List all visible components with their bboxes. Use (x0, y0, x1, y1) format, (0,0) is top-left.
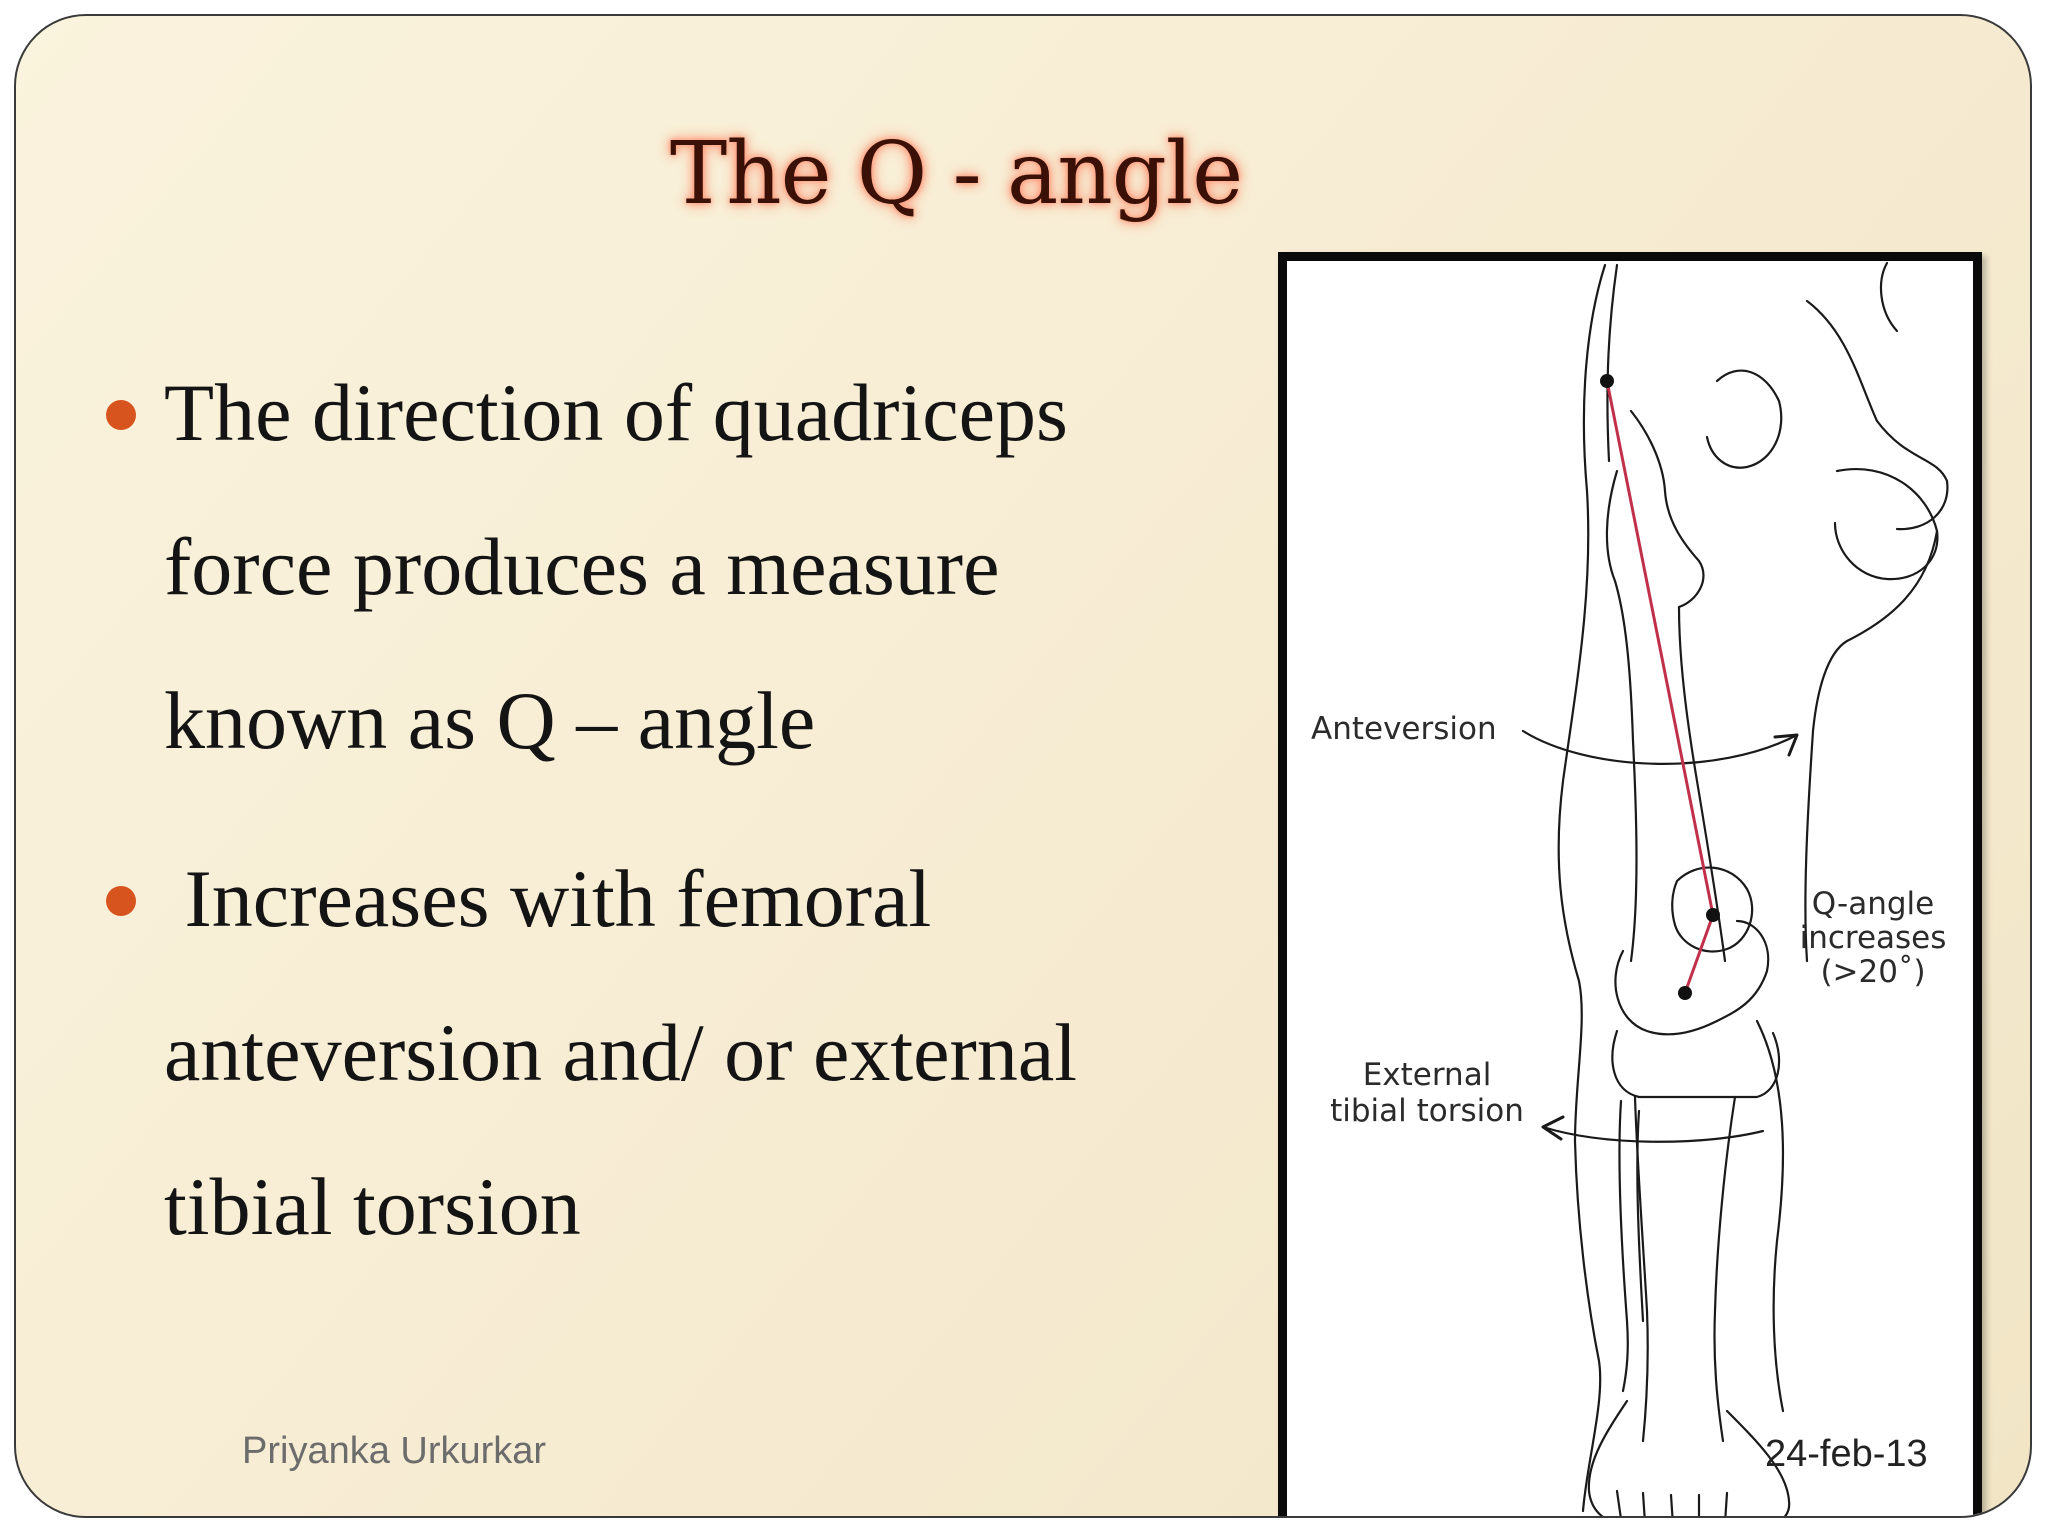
torsion-arrow (1541, 1125, 1765, 1143)
external-tibial-torsion-label: External tibial torsion (1317, 1057, 1537, 1129)
leg-outline-left (1557, 263, 1607, 1513)
pelvis-ring (1833, 468, 1939, 581)
bullet-line: known as Q – angle (164, 675, 816, 766)
foot-outline-right (1725, 1409, 1791, 1516)
anteversion-label: Anteversion (1311, 711, 1497, 747)
fibula-left (1618, 1099, 1629, 1393)
bullet-line: The direction of quadriceps (164, 367, 1068, 458)
tibial-tubercle-point-icon (1678, 986, 1692, 1000)
greater-trochanter (1629, 409, 1705, 609)
thigh-outline-upper (1606, 263, 1619, 463)
quadriceps-line (1605, 380, 1715, 916)
leg-outline-right (1755, 1019, 1785, 1413)
tibia-right (1713, 1095, 1737, 1443)
slide: The Q - angle The direction of quadricep… (14, 14, 2032, 1518)
thigh-outline-right (1804, 529, 1939, 963)
bullet-dot-icon (106, 400, 136, 430)
footer-date: 24-feb-13 (1765, 1433, 1928, 1475)
q-angle-label: Q-angle increases (>20˚) (1783, 887, 1963, 989)
asis-point-icon (1600, 374, 1614, 388)
patella (1671, 866, 1754, 953)
q-angle-label-line: (>20˚) (1820, 954, 1926, 990)
bullet-item: The direction of quadriceps force produc… (106, 336, 1246, 798)
tibial-plateau (1611, 1029, 1781, 1099)
bullet-line: force produces a measure (164, 521, 1000, 612)
bullet-line: Increases with femoral (164, 853, 932, 944)
q-angle-lines (1605, 380, 1715, 994)
toes (1615, 1489, 1729, 1516)
leg-diagram-figure: Anteversion Q-angle increases (>20˚) Ext… (1278, 252, 1982, 1516)
q-angle-label-line: Q-angle (1811, 886, 1935, 922)
torsion-label-line: tibial torsion (1330, 1093, 1524, 1129)
bullet-line: tibial torsion (164, 1161, 581, 1252)
slide-title: The Q - angle (669, 124, 1243, 224)
q-angle-label-line: increases (1799, 920, 1947, 956)
bullet-line: anteversion and/ or external (164, 1007, 1078, 1098)
bullet-list: The direction of quadriceps force produc… (106, 336, 1246, 1284)
anteversion-arrow (1521, 729, 1799, 765)
anteversion-arrowhead-icon (1773, 733, 1799, 757)
femur-shaft-left (1605, 469, 1638, 963)
torsion-arrowhead-icon (1541, 1115, 1565, 1141)
patella-center-point-icon (1706, 908, 1720, 922)
femoral-condyles (1614, 919, 1770, 1036)
torsion-label-line: External (1362, 1057, 1492, 1093)
footer-author: Priyanka Urkurkar (242, 1430, 547, 1472)
femur-shaft-right (1677, 605, 1727, 963)
leg-skeleton-illustration (1521, 261, 1949, 1516)
bullet-dot-icon (106, 886, 136, 916)
pelvis-outline (1805, 299, 1949, 531)
femoral-head (1705, 369, 1783, 469)
bullet-item: Increases with femoral anteversion and/ … (106, 822, 1246, 1284)
patellar-tendon-line (1683, 914, 1715, 994)
foot-outline-left (1587, 1399, 1629, 1516)
ilium-crest (1880, 261, 1899, 333)
fibula-right (1636, 1109, 1645, 1323)
